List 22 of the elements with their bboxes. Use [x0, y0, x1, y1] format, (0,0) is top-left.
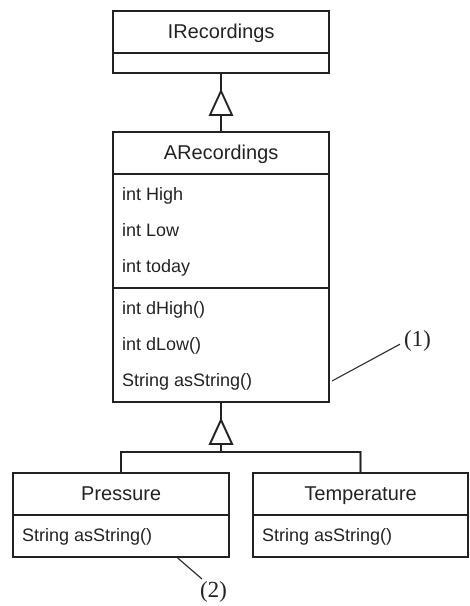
- class-name: IRecordings: [168, 20, 274, 45]
- method-text: int dHigh(): [122, 297, 206, 320]
- method-text: int dLow(): [122, 333, 202, 356]
- callout-number: (2): [200, 577, 227, 603]
- class-box: [252, 472, 469, 558]
- callout-number: (1): [404, 326, 431, 352]
- method-text: String asString(): [122, 369, 252, 392]
- leader-line: [332, 344, 400, 382]
- attribute-text: int Low: [122, 219, 180, 242]
- inheritance-arrow: [209, 403, 362, 472]
- attribute-text: int High: [122, 183, 184, 206]
- class-name: Temperature: [304, 482, 417, 507]
- method-text: String asString(): [262, 524, 392, 547]
- attribute-text: int today: [122, 255, 190, 278]
- class-box: [12, 472, 230, 558]
- interface-class-box: [112, 10, 330, 74]
- inheritance-arrow: [209, 74, 233, 131]
- method-text: String asString(): [22, 524, 152, 547]
- leader-line: [177, 558, 202, 580]
- class-name: Pressure: [80, 482, 162, 507]
- class-box: [112, 131, 330, 403]
- class-name: ARecordings: [164, 141, 278, 166]
